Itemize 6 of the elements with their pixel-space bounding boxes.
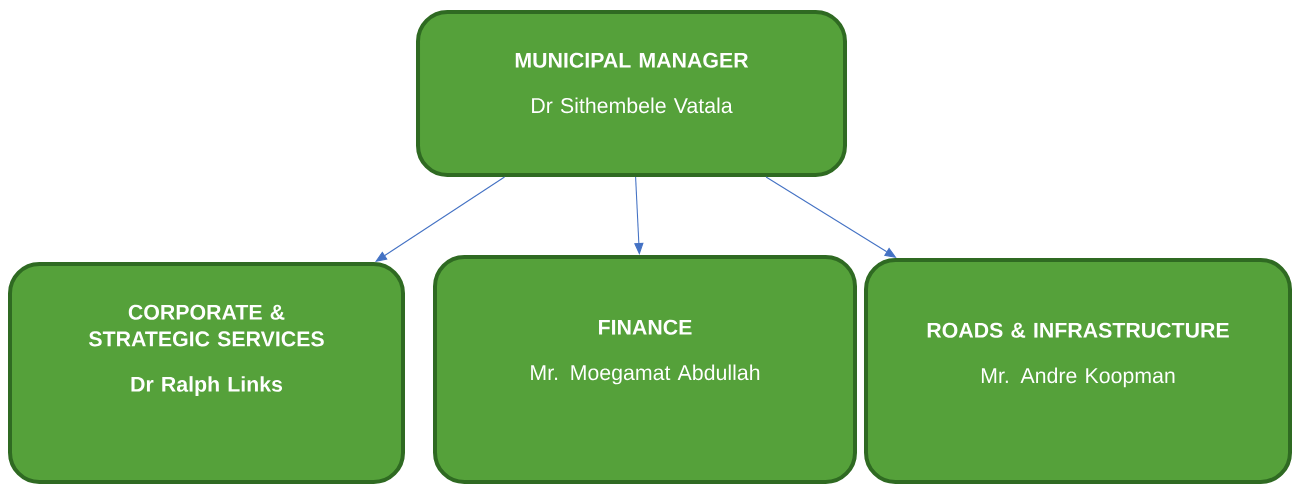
org-box: FINANCE Mr. Moegamat Abdullah <box>433 255 857 484</box>
org-box: ROADS & INFRASTRUCTURE Mr. Andre Koopman <box>864 258 1292 484</box>
arrow <box>634 176 644 255</box>
org-box: MUNICIPAL MANAGER Dr Sithembele Vatala <box>416 10 847 177</box>
arrow <box>375 176 506 262</box>
org-box: CORPORATE & STRATEGIC SERVICES Dr Ralph Links <box>8 262 405 484</box>
